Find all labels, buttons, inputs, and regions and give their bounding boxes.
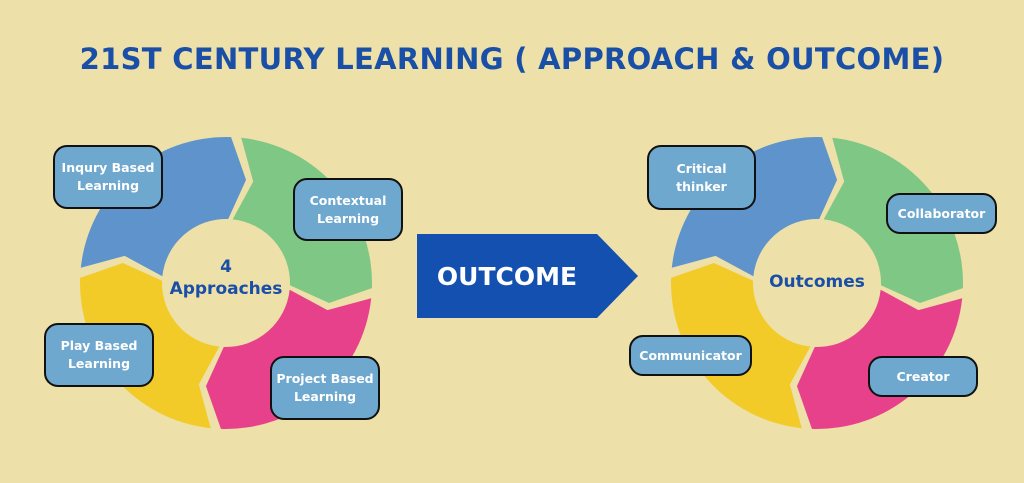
approach-inquiry-based-learning: Inqury Based Learning <box>53 145 163 209</box>
page-title: 21ST CENTURY LEARNING ( APPROACH & OUTCO… <box>79 42 945 76</box>
outcome-arrow <box>417 234 638 318</box>
outcome-critical-thinker: Critical thinker <box>647 145 756 210</box>
approach-contextual-learning: Contextual Learning <box>293 178 403 241</box>
outcome-arrow-label: OUTCOME <box>436 261 578 291</box>
approach-project-based-learning: Project Based Learning <box>270 356 380 420</box>
outcome-collaborator: Collaborator <box>886 193 997 234</box>
approach-play-based-learning: Play Based Learning <box>44 323 154 387</box>
outcome-creator: Creator <box>868 356 978 397</box>
approaches-count: 4 <box>220 257 232 277</box>
outcome-communicator: Communicator <box>629 335 752 376</box>
approaches-center-label: 4 Approaches <box>160 256 292 300</box>
outcomes-center-label: Outcomes <box>769 272 865 292</box>
cycle-segment-blue <box>80 137 247 277</box>
approaches-title: Approaches <box>169 279 283 299</box>
cycle-segment-blue <box>671 137 838 277</box>
